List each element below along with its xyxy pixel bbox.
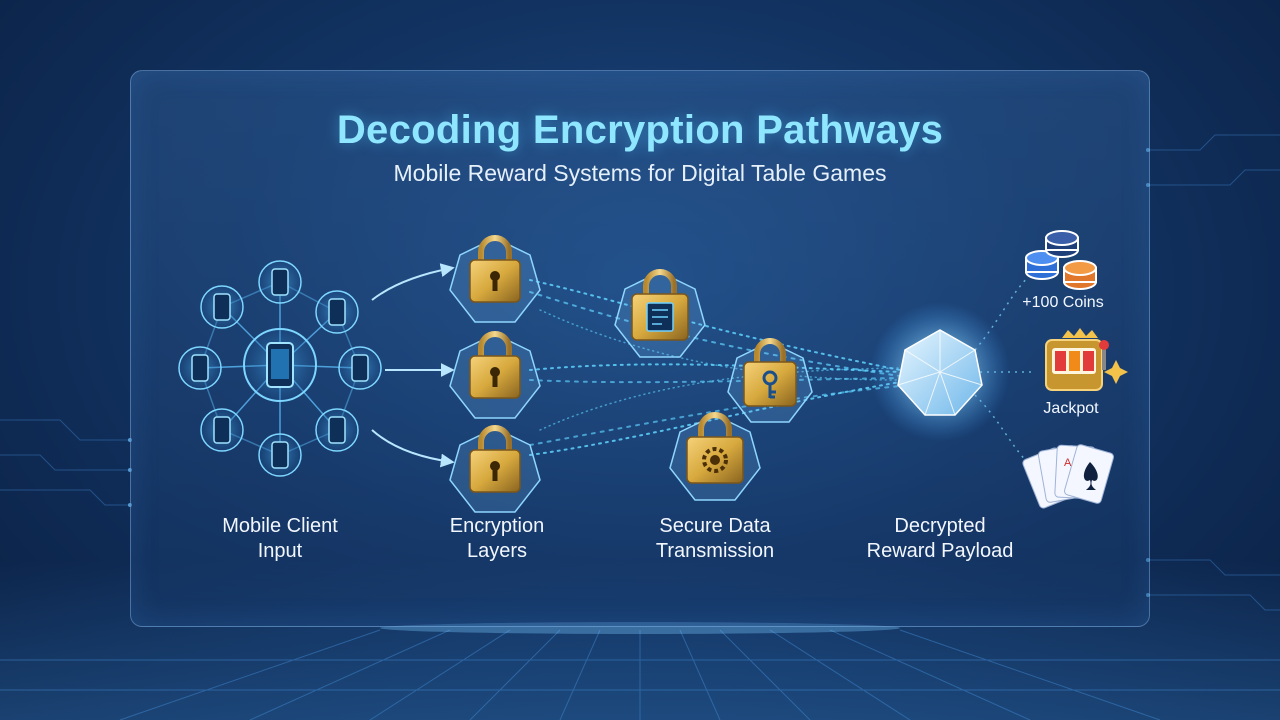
phone-node: [200, 285, 244, 329]
mobile-client-network: [178, 260, 382, 477]
phone-node: [338, 346, 382, 390]
phone-node: [178, 346, 222, 390]
padlock-gear-icon: [669, 412, 761, 501]
padlock-icon: [449, 235, 541, 323]
reward-label-jackpot: Jackpot: [1043, 400, 1099, 417]
padlock-chip-icon: [614, 269, 706, 358]
coin-stack-icon: [1025, 230, 1097, 290]
padlock-icon: [449, 425, 541, 513]
phone-node: [243, 328, 317, 402]
reward-stream: [974, 274, 1035, 466]
page-title: Decoding Encryption Pathways: [336, 108, 944, 152]
stage-label-secure-transmission: Secure Data Transmission: [655, 515, 775, 562]
phone-node: [315, 408, 359, 452]
phone-node: [315, 290, 359, 334]
flow-arrows: [371, 263, 455, 468]
phone-node: [258, 260, 302, 304]
slot-machine-icon: [1045, 328, 1128, 391]
stage-label-decrypted-payload: Decrypted Reward Payload: [866, 515, 1014, 562]
stage-label-encryption-layers: Encryption Layers: [449, 515, 545, 562]
padlock-icon: [449, 331, 541, 419]
svg-text:A: A: [1064, 457, 1072, 469]
reward-label-coins: +100 Coins: [1022, 294, 1104, 311]
page-subtitle: Mobile Reward Systems for Digital Table …: [393, 160, 887, 186]
playing-cards-icon: A: [1022, 444, 1114, 509]
stage-label-mobile-client: Mobile Client Input: [222, 515, 338, 562]
phone-node: [258, 433, 302, 477]
decrypted-crystal-icon: [870, 302, 1010, 442]
phone-node: [200, 408, 244, 452]
padlock-key-icon: [727, 338, 813, 423]
